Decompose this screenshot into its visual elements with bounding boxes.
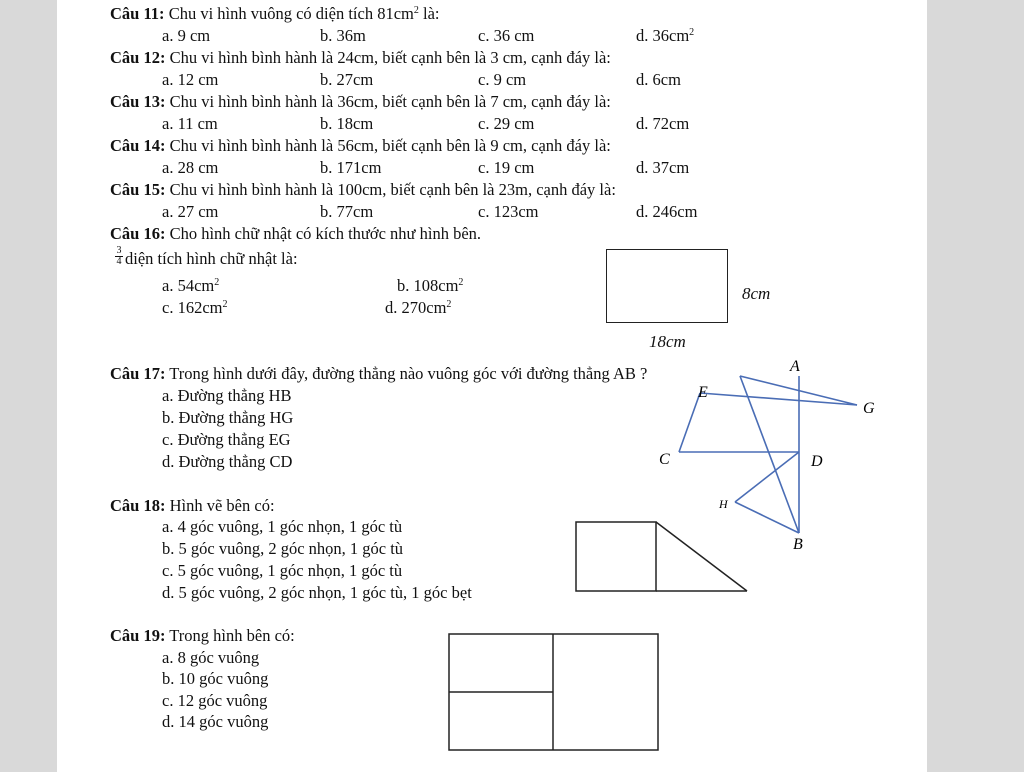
q18-option-b[interactable]: b. 5 góc vuông, 2 góc nhọn, 1 góc tù	[162, 539, 404, 558]
q19-figure	[448, 633, 659, 751]
q12-option-d[interactable]: d. 6cm	[636, 70, 681, 89]
question-17: Câu 17: Trong hình dưới đây, đường thẳng…	[110, 364, 648, 383]
q14-option-c[interactable]: c. 19 cm	[478, 158, 535, 177]
q18-option-d[interactable]: d. 5 góc vuông, 2 góc nhọn, 1 góc tù, 1 …	[162, 583, 472, 602]
point-B-label: B	[793, 536, 803, 553]
question-14: Câu 14: Chu vi hình bình hành là 56cm, b…	[110, 136, 611, 155]
rect-height-label: 8cm	[742, 284, 771, 303]
q16-option-a[interactable]: a. 54cm2	[162, 276, 220, 295]
line-AB	[739, 375, 800, 534]
point-G-label: G	[863, 400, 875, 417]
q15-option-b[interactable]: b. 77cm	[320, 202, 374, 221]
worksheet-page: Câu 11: Chu vi hình vuông có diện tích 8…	[57, 0, 927, 772]
q15-option-a[interactable]: a. 27 cm	[162, 202, 219, 221]
q16-option-c[interactable]: c. 162cm2	[162, 298, 228, 317]
question-12: Câu 12: Chu vi hình bình hành là 24cm, b…	[110, 48, 611, 67]
q12-option-b[interactable]: b. 27cm	[320, 70, 374, 89]
line-DH	[734, 451, 800, 503]
q16-option-d[interactable]: d. 270cm2	[385, 298, 452, 317]
line-HB	[734, 501, 800, 534]
q12-option-c[interactable]: c. 9 cm	[478, 70, 527, 89]
line-EC	[678, 392, 701, 453]
q15-option-d[interactable]: d. 246cm	[636, 202, 698, 221]
q18-hypotenuse	[655, 521, 748, 592]
point-E-label: E	[697, 384, 708, 401]
question-11: Câu 11: Chu vi hình vuông có diện tích 8…	[110, 4, 440, 23]
question-16: Câu 16: Cho hình chữ nhật có kích thước …	[110, 224, 482, 243]
point-A-label: A	[789, 358, 800, 375]
q16-option-b[interactable]: b. 108cm2	[397, 276, 464, 295]
q18-option-a[interactable]: a. 4 góc vuông, 1 góc nhọn, 1 góc tù	[162, 517, 403, 536]
point-D-label: D	[810, 453, 823, 470]
q17-option-c[interactable]: c. Đường thẳng EG	[162, 430, 291, 449]
q11-option-d[interactable]: d. 36cm2	[636, 26, 695, 45]
point-H-label: H	[718, 497, 729, 511]
q19-option-d[interactable]: d. 14 góc vuông	[162, 712, 269, 731]
q11-option-c[interactable]: c. 36 cm	[478, 26, 535, 45]
q14-option-b[interactable]: b. 171cm	[320, 158, 382, 177]
q13-option-b[interactable]: b. 18cm	[320, 114, 374, 133]
q14-option-a[interactable]: a. 28 cm	[162, 158, 219, 177]
point-C-label: C	[659, 451, 670, 468]
question-18: Câu 18: Hình vẽ bên có:	[110, 496, 275, 515]
q17-geometry-figure: A E G C D H B	[448, 358, 875, 751]
q19-option-a[interactable]: a. 8 góc vuông	[162, 648, 260, 667]
q12-option-a[interactable]: a. 12 cm	[162, 70, 219, 89]
line-EG	[699, 392, 858, 406]
q18-option-c[interactable]: c. 5 góc vuông, 1 góc nhọn, 1 góc tù	[162, 561, 403, 580]
question-15: Câu 15: Chu vi hình bình hành là 100cm, …	[110, 180, 616, 199]
rect-width-label: 18cm	[649, 332, 686, 351]
q17-option-a[interactable]: a. Đường thẳng HB	[162, 386, 292, 405]
q17-option-b[interactable]: b. Đường thẳng HG	[162, 408, 294, 427]
q13-option-c[interactable]: c. 29 cm	[478, 114, 535, 133]
q18-figure	[575, 521, 748, 592]
q11-option-a[interactable]: a. 9 cm	[162, 26, 211, 45]
q13-option-d[interactable]: d. 72cm	[636, 114, 690, 133]
q16-rectangle	[606, 249, 728, 323]
question-19: Câu 19: Trong hình bên có:	[110, 626, 295, 645]
q18-rectangle	[575, 521, 657, 592]
question-13: Câu 13: Chu vi hình bình hành là 36cm, b…	[110, 92, 611, 111]
q16-subtext: diện tích hình chữ nhật là:	[125, 249, 298, 268]
q19-option-b[interactable]: b. 10 góc vuông	[162, 669, 269, 688]
q11-option-b[interactable]: b. 36m	[320, 26, 366, 45]
q15-option-c[interactable]: c. 123cm	[478, 202, 539, 221]
q17-option-d[interactable]: d. Đường thẳng CD	[162, 452, 293, 471]
q13-option-a[interactable]: a. 11 cm	[162, 114, 218, 133]
q14-option-d[interactable]: d. 37cm	[636, 158, 690, 177]
q19-option-c[interactable]: c. 12 góc vuông	[162, 691, 268, 710]
